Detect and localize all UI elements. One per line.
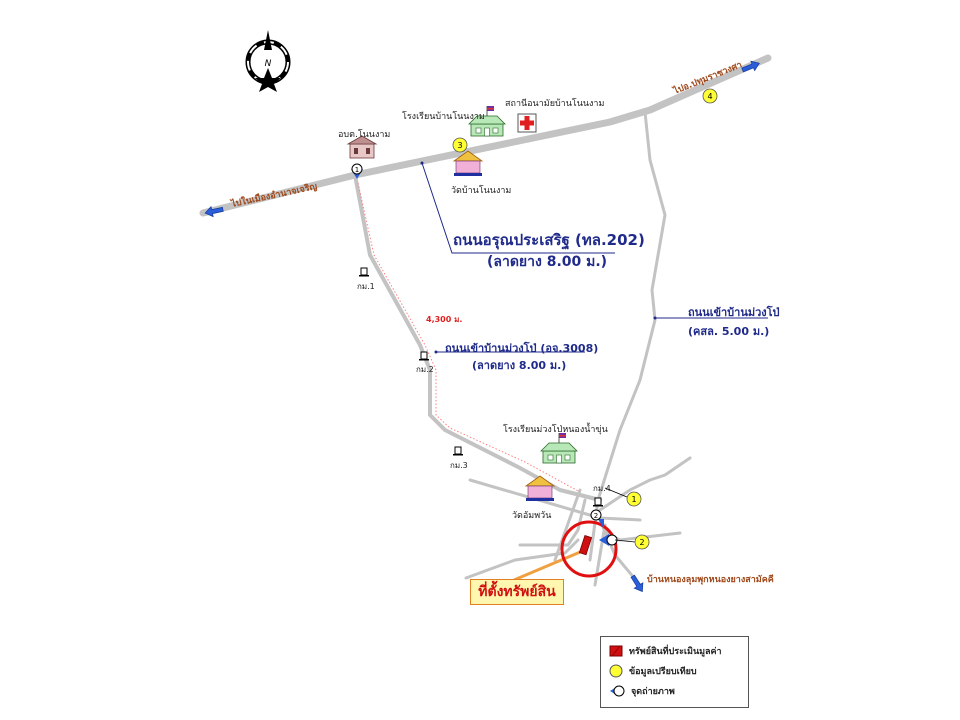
leader-lines (421, 162, 768, 353)
east-road-name: ถนนเข้าบ้านม่วงโป่ (688, 306, 780, 319)
km-label: กม.3 (450, 461, 468, 470)
road-3008-surface: (ลาดยาง 8.00 ม.) (472, 359, 567, 372)
distance-line (357, 182, 581, 493)
legend-label: ข้อมูลเปรียบเทียบ (629, 667, 697, 677)
legend-item-property: ทรัพย์สินที่ประเมินมูลค่า (609, 642, 722, 660)
hospital-icon (517, 113, 537, 133)
main-road (199, 54, 772, 217)
comparable-number: 4 (707, 92, 712, 101)
temple-nonngam-label: วัดบ้านโนนงาม (451, 186, 512, 196)
leader-dot (420, 161, 424, 165)
north-arrow-icon: N (245, 30, 291, 92)
roads (199, 54, 772, 587)
local-road-6 (464, 538, 580, 580)
comparable-leader (614, 539, 636, 543)
km-marker-icon (419, 351, 429, 361)
comparable-marker: 4 (702, 88, 718, 104)
photo-point-number: 1 (355, 166, 359, 174)
road-3008-name: ถนนเข้าบ้านม่วงโป่ (อจ.3008) (445, 342, 599, 355)
legend: ทรัพย์สินที่ประเมินมูลค่า ข้อมูลเปรียบเท… (600, 636, 749, 708)
comparable-number: 2 (639, 538, 644, 547)
temple-icon (524, 475, 556, 501)
photo-point-icon (610, 685, 625, 697)
main-road-surface: (ลาดยาง 8.00 ม.) (487, 254, 608, 270)
school-muangpo-label: โรงเรียนม่วงโป่หนองน้ำขุ่น (503, 425, 608, 435)
school-nonngam-label: โรงเรียนบ้านโนนงาม (402, 112, 485, 122)
comparable-marker: 2 (634, 534, 650, 550)
temple-icon (452, 150, 484, 176)
west-arrow-icon (204, 205, 224, 218)
legend-label: ทรัพย์สินที่ประเมินมูลค่า (629, 647, 722, 657)
main-road-name: ถนนอรุณประเสริฐ (ทล.202) (453, 231, 645, 249)
school-icon (540, 433, 578, 464)
health-station-label: สถานีอนามัยบ้านโนนงาม (505, 99, 605, 109)
property-icon (578, 535, 593, 556)
compass-label: N (265, 59, 272, 69)
km-label: กม.4 (593, 484, 611, 493)
leader-dot (653, 316, 657, 320)
temple-ampawan-label: วัดอัมพวัน (512, 511, 552, 521)
local-road-7 (553, 488, 582, 562)
comparable-leader (604, 487, 628, 498)
photo-point-icon: 1 (351, 163, 363, 179)
direction-west-label: ไปในเมืองอำนาจเจริญ (229, 180, 318, 210)
east-access-road (588, 110, 667, 562)
km-marker-icon (593, 497, 603, 507)
property-icon (609, 645, 623, 657)
comparable-number: 3 (457, 141, 462, 150)
property-callout: ที่ตั้งทรัพย์สิน (470, 579, 564, 605)
direction-south-label: บ้านหนองลุมพุกหนองยางสามัคคี (647, 575, 774, 585)
legend-item-comparable: ข้อมูลเปรียบเทียบ (609, 662, 697, 680)
east-road-surface: (คสล. 5.00 ม.) (688, 325, 770, 338)
local-road-2 (598, 456, 692, 512)
comparable-marker: 3 (452, 137, 468, 153)
property-location-circle (560, 520, 618, 578)
school-icon (468, 106, 506, 137)
legend-item-photo-point: จุดถ่ายภาพ (609, 682, 675, 700)
south-arrow-icon (630, 574, 644, 593)
km-marker-icon (453, 446, 463, 456)
comparable-circle-icon (609, 664, 623, 678)
km-label: กม.2 (416, 365, 434, 374)
subdistrict-office-icon (346, 135, 378, 159)
km-marker-icon (359, 267, 369, 277)
photo-point-icon: 2 (590, 509, 604, 529)
callout-pointer (513, 548, 586, 582)
legend-label: จุดถ่ายภาพ (631, 687, 675, 697)
distance-label: 4,300 ม. (426, 315, 463, 324)
east-arrow-icon (741, 60, 760, 73)
km-label: กม.1 (357, 282, 375, 291)
local-road-5 (518, 498, 587, 547)
comparable-marker: 1 (626, 491, 642, 507)
photo-point-number: 2 (594, 512, 598, 520)
subdistrict-office-label: อบต.โนนงาม (338, 130, 391, 140)
comparable-number: 1 (631, 495, 636, 504)
leader-dot (434, 350, 438, 354)
main-road-leader (421, 162, 615, 254)
